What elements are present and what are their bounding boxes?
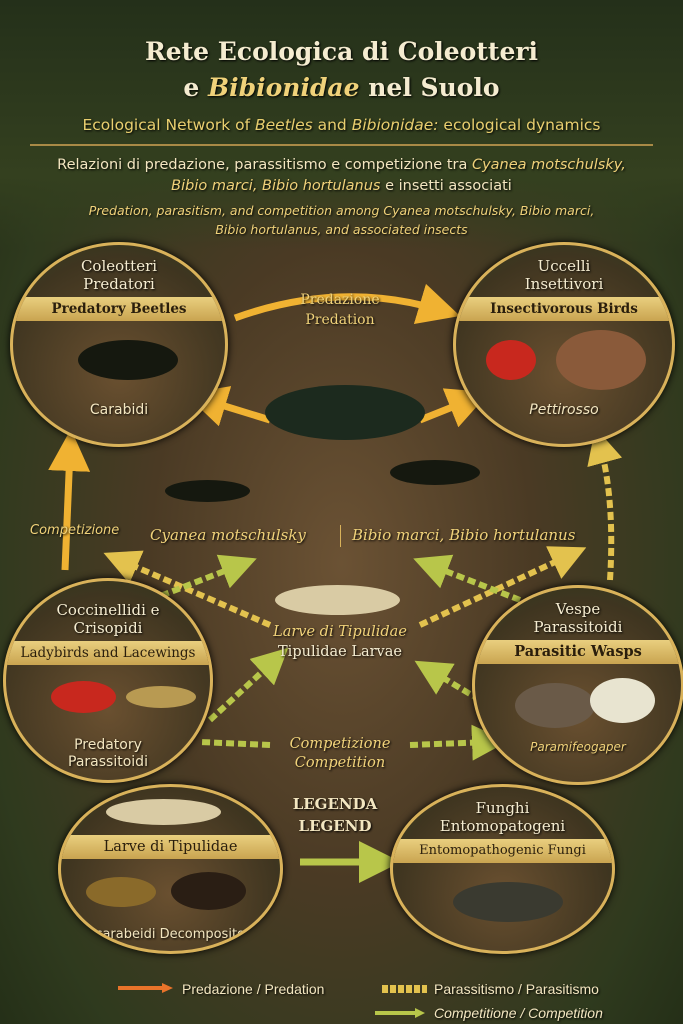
node-parasitic-wasps[interactable]: Vespe Parassitoidi Parasitic Wasps Param… (472, 585, 683, 785)
parasitism-arrow-cross1 (103, 550, 272, 628)
band: Larve di Tipulidae (61, 835, 280, 859)
title-line1: Rete Ecologica di Coleotteri (144, 37, 539, 66)
parasitism-arrow-cross2 (418, 546, 587, 628)
subtitle: Ecological Network of Beetles and Bibion… (82, 116, 601, 134)
robin-illustration (556, 330, 646, 390)
divider (30, 144, 653, 146)
scarab-illustration (171, 872, 246, 910)
description-en: Predation, parasitism, and competition a… (88, 203, 595, 237)
bibio-fly-illustration (165, 480, 250, 502)
band: Predatory Beetles (13, 297, 225, 321)
competition-arrow-3 (207, 647, 289, 723)
band: Entomopathogenic Fungi (393, 839, 612, 863)
species-cyanea: Cyanea motschulsky (150, 526, 306, 544)
parasitism-legend-arrow-icon (382, 985, 427, 993)
species-divider (340, 525, 341, 547)
central-beetle-illustration (265, 385, 425, 440)
predation-arrow-left (184, 386, 272, 427)
node-tipulidae-larvae[interactable]: Larve di Tipulidae Scarabeidi Decomposit… (58, 784, 283, 954)
legend-competition: Competitione / Competition (434, 1005, 603, 1021)
parasitism-arrow-up-right (587, 427, 623, 581)
competition-arrow-bottom (199, 742, 490, 745)
competition-legend-arrow-icon (375, 1008, 425, 1018)
node-ladybirds-lacewings[interactable]: Coccinellidi e Crisopidi Ladybirds and L… (3, 578, 213, 783)
band: Insectivorous Birds (456, 297, 672, 321)
legend-parasitism: Parassitismo / Parasitismo (434, 981, 599, 997)
species-bibio: Bibio marci, Bibio hortulanus (352, 526, 576, 544)
carabid-beetle-illustration (78, 340, 178, 380)
ladybird-illustration (486, 340, 536, 380)
node-insectivorous-birds[interactable]: Uccelli Insettivori Insectivorous Birds … (453, 242, 675, 447)
ladybird-illustration (51, 681, 116, 713)
predation-legend-arrow-icon (118, 983, 173, 993)
header-background (0, 0, 683, 250)
lacewing-larva-illustration (126, 686, 196, 708)
legend-predation: Predazione / Predation (182, 981, 325, 997)
competition-label-left: Competizione (30, 523, 120, 538)
fly-illustration (86, 877, 156, 907)
title-line2: e Bibionidae nel Suolo (183, 73, 500, 102)
competition-arrow-4 (414, 660, 482, 703)
tit-illustration (590, 678, 655, 723)
bibio-fly-illustration-2 (390, 460, 480, 485)
predation-arrow-up-left (48, 429, 91, 571)
description-it: Relazioni di predazione, parassitismo e … (57, 157, 626, 194)
bird-illustration (515, 683, 595, 728)
larva-illustration (275, 585, 400, 615)
larva-illustration (106, 799, 221, 825)
competition-arrow-2 (413, 554, 522, 603)
predation-arrow-right (418, 388, 490, 428)
fungus-infected-beetle-illustration (453, 882, 563, 922)
band: Ladybirds and Lacewings (6, 641, 210, 665)
predation-arrow-top (233, 283, 461, 325)
node-predatory-beetles[interactable]: Coleotteri Predatori Predatory Beetles C… (10, 242, 228, 447)
band: Parasitic Wasps (475, 640, 681, 664)
node-entomopathogenic-fungi[interactable]: Funghi Entomopatogeni Entomopathogenic F… (390, 784, 615, 954)
